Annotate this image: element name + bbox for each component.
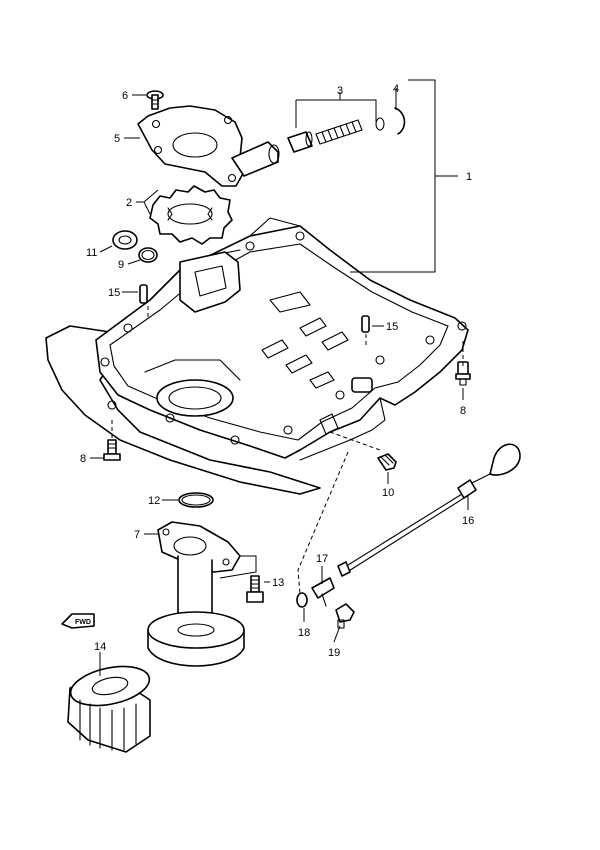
o-ring-18 [296,592,308,608]
oil-strainer [147,521,245,667]
callout-14: 14 [94,641,106,653]
callout-16: 16 [462,515,474,527]
callout-10: 10 [382,487,394,499]
callout-1: 1 [466,171,472,183]
callout-4: 4 [393,83,399,95]
oil-seal [112,230,138,250]
callout-5: 5 [114,133,120,145]
oil-filter [67,665,151,753]
callout-17: 17 [316,553,328,565]
drain-plug [377,453,397,471]
callout-19: 19 [328,647,340,659]
fwd-arrow-marker: FWD [61,613,95,629]
oil-level-gauge [337,443,521,577]
dowel-pin-right [361,315,370,333]
callout-9: 9 [118,259,124,271]
oil-pan [45,217,469,495]
bolt-13 [246,575,264,603]
bolt-8-left [103,439,121,461]
callout-13: 13 [272,577,284,589]
callout-3: 3 [337,85,343,97]
strainer-gasket [178,492,214,508]
gauge-guide [311,577,335,607]
o-ring-9 [138,247,158,263]
leader-lines [90,79,469,676]
callout-8-left: 8 [80,453,86,465]
callout-7: 7 [134,529,140,541]
callout-18: 18 [298,627,310,639]
oil-pump-body [137,105,280,187]
bolt-19 [335,603,355,629]
callout-labels: 1 2 3 4 5 6 7 8 8 9 10 11 12 13 14 15 15… [80,83,474,659]
screw-6 [146,90,164,110]
callout-12: 12 [148,495,160,507]
oil-pump-rotor [149,185,233,245]
callout-15-left: 15 [108,287,120,299]
fwd-label: FWD [75,619,91,626]
callout-2: 2 [126,197,132,209]
callout-15-right: 15 [386,321,398,333]
callout-8-right: 8 [460,405,466,417]
callout-11: 11 [86,247,97,259]
dowel-pin-left [139,284,148,304]
relief-valve-assembly [287,107,406,153]
callout-6: 6 [122,90,128,102]
